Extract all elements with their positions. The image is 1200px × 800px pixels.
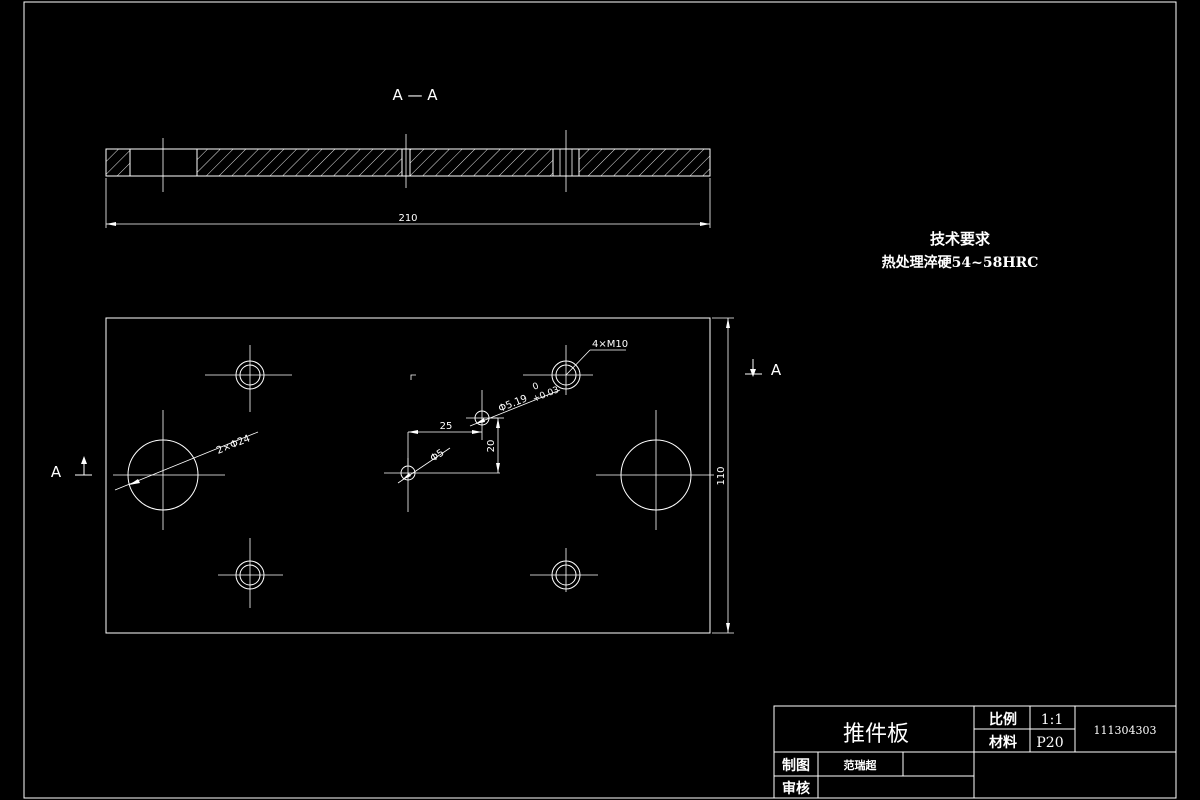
svg-text:A: A — [51, 463, 62, 481]
drawing-border — [23, 1, 1177, 799]
drawing-number: 111304303 — [1094, 724, 1157, 737]
plate-outline — [105, 317, 711, 634]
section-hatch — [105, 148, 131, 177]
material-label: 材料 — [989, 734, 1017, 751]
tech-requirements-title: 技术要求 — [930, 230, 991, 248]
plan-view: 110 A A 2×Φ24 — [51, 317, 782, 634]
thread-hole — [205, 345, 292, 412]
section-hatch — [578, 148, 711, 177]
scale-value: 1:1 — [1041, 712, 1064, 728]
section-marker-left: A — [51, 456, 92, 481]
precision-hole — [466, 390, 498, 440]
section-hatch — [409, 148, 554, 177]
drawn-by-name: 范瑞超 — [844, 758, 878, 772]
dim-horizontal: 25 — [440, 421, 453, 432]
height-dimension: 110 — [716, 466, 727, 485]
thread-hole-note: 4×M10 — [592, 339, 628, 350]
section-marker-right: A — [745, 359, 782, 379]
pin-hole — [384, 458, 500, 512]
large-hole — [113, 410, 225, 530]
precision-hole-note: Φ5.19 — [497, 393, 529, 414]
part-name: 推件板 — [843, 722, 909, 747]
precision-hole-tol-lower: 0 — [531, 381, 540, 393]
scale-label: 比例 — [989, 711, 1017, 728]
checked-by-label: 审核 — [782, 780, 810, 797]
tech-requirements-line: 热处理淬硬54~58HRC — [882, 254, 1039, 271]
section-hatch — [196, 148, 403, 177]
large-hole — [596, 410, 714, 530]
svg-text:A: A — [771, 361, 782, 379]
section-view-label: A — A — [392, 86, 438, 104]
section-view: A — A 210 — [105, 86, 711, 228]
thread-hole — [523, 345, 593, 395]
thread-hole — [530, 548, 598, 592]
thread-hole — [218, 538, 283, 608]
dim-vertical: 20 — [486, 440, 497, 453]
material-value: P20 — [1036, 735, 1063, 751]
large-hole-note: 2×Φ24 — [215, 433, 252, 456]
title-block: 推件板 比例 1:1 材料 P20 111304303 制图 范瑞超 审核 — [773, 705, 1177, 799]
pin-hole-note: Φ5 — [429, 447, 447, 464]
length-dimension: 210 — [398, 213, 417, 224]
drawn-by-label: 制图 — [782, 757, 810, 774]
tech-requirements: 技术要求 热处理淬硬54~58HRC — [882, 230, 1039, 271]
